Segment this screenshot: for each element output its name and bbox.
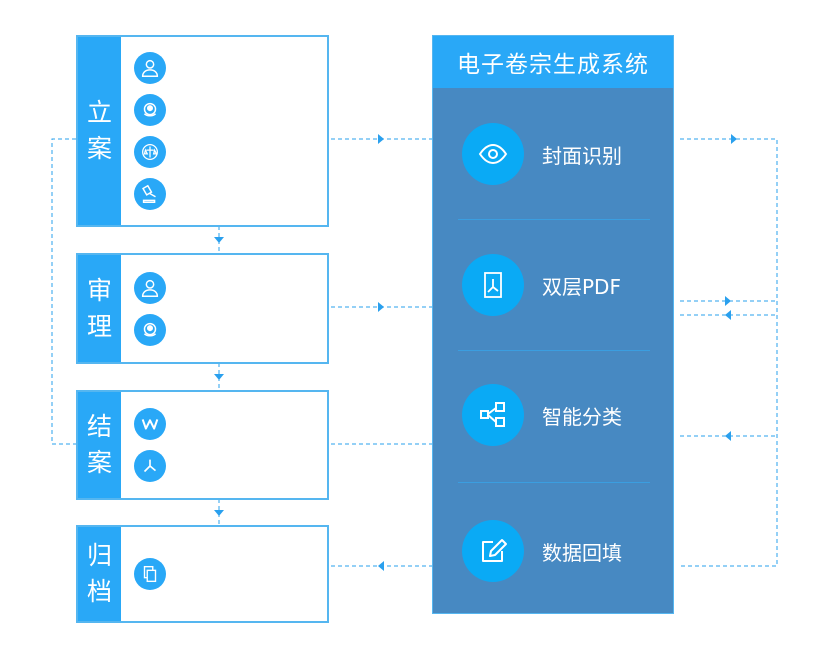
person-icon <box>134 52 166 84</box>
system-panel: 电子卷宗生成系统 封面识别 双层PDF 智能分类 数据回填 <box>432 35 674 614</box>
system-title: 电子卷宗生成系统 <box>433 36 673 88</box>
arrow-right-icon <box>378 302 384 312</box>
separator <box>458 350 650 351</box>
arrow-right-icon <box>378 134 384 144</box>
system-item-cover-recognition: 封面识别 <box>462 123 622 185</box>
eye-icon <box>462 123 524 185</box>
stage-label-char: 理 <box>86 311 112 341</box>
stage-guidang-box: 归 档 <box>76 525 329 623</box>
separator <box>458 482 650 483</box>
national-emblem-icon <box>134 313 166 346</box>
stage-label-char: 结 <box>86 412 112 441</box>
stage-label-char: 立 <box>86 98 112 127</box>
system-item-data-backfill: 数据回填 <box>462 520 622 582</box>
stage-label: 归 档 <box>78 527 121 621</box>
stage-label-char: 案 <box>86 134 112 163</box>
stage-label-char: 案 <box>86 448 112 477</box>
hierarchy-icon <box>462 384 524 446</box>
system-item-smart-classification: 智能分类 <box>462 384 622 446</box>
system-item-label: 双层PDF <box>542 274 621 299</box>
stage-label: 立 案 <box>78 37 121 225</box>
arrow-left-icon <box>378 561 384 571</box>
court-emblem-icon <box>134 136 166 168</box>
system-item-label: 数据回填 <box>542 540 622 565</box>
copy-documents-icon <box>134 558 166 590</box>
stage-shenli-box: 审 理 <box>76 253 329 364</box>
arrow-left-icon <box>725 310 731 320</box>
connector-right-loop-outer <box>680 138 778 567</box>
arrow-down-icon <box>214 374 224 380</box>
arrow-down-icon <box>214 510 224 516</box>
pdf-icon <box>134 450 166 482</box>
arrow-right-icon <box>731 134 737 144</box>
stage-label-char: 档 <box>86 577 112 606</box>
pdf-file-icon <box>462 254 524 316</box>
stage-jiean-box: 结 案 <box>76 390 329 500</box>
stage-icons <box>134 255 166 362</box>
stage-label: 结 案 <box>78 392 121 498</box>
arrow-down-icon <box>214 237 224 243</box>
edit-icon <box>462 520 524 582</box>
arrow-right-icon <box>725 296 731 306</box>
arrow-left-icon <box>725 431 731 441</box>
separator <box>458 219 650 220</box>
system-item-label: 智能分类 <box>542 404 622 429</box>
stage-icons <box>134 392 166 498</box>
stage-label-char: 归 <box>86 541 112 570</box>
stage-icons <box>134 527 166 621</box>
word-document-icon <box>134 408 166 440</box>
stage-lian-box: 立 案 <box>76 35 329 227</box>
national-emblem-icon <box>134 94 166 126</box>
person-icon <box>134 271 166 304</box>
connector-left-loop <box>51 138 76 445</box>
stage-label-char: 审 <box>86 275 112 305</box>
stage-label: 审 理 <box>78 255 121 362</box>
gavel-icon <box>134 178 166 210</box>
system-item-label: 封面识别 <box>542 143 622 168</box>
system-item-dual-layer-pdf: 双层PDF <box>462 254 621 316</box>
stage-icons <box>134 37 166 225</box>
